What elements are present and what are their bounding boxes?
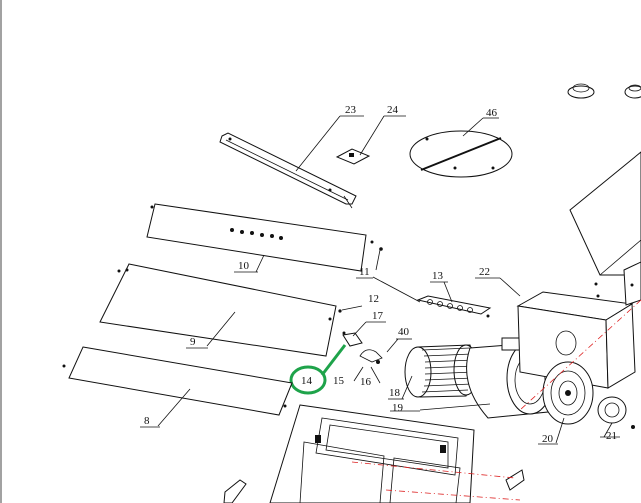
part-9-panel: [99, 263, 337, 357]
label-24: 24: [387, 104, 399, 116]
top-right-fittings: [567, 83, 641, 99]
part-12-screw: [338, 309, 342, 313]
part-10-panel: [146, 203, 374, 272]
label-17: 17: [372, 310, 384, 322]
label-20: 20: [542, 433, 554, 445]
part-22-box: [516, 282, 636, 389]
label-8: 8: [144, 415, 150, 427]
label-14: 14: [301, 375, 313, 387]
part-14-highlight-line: [320, 344, 347, 376]
label-18: 18: [389, 387, 401, 399]
label-9: 9: [190, 336, 196, 348]
label-12: 12: [368, 293, 379, 305]
label-15: 15: [333, 375, 345, 387]
label-22: 22: [479, 266, 490, 278]
part-17-bracket: [342, 331, 363, 347]
part-13-switch-strip: [416, 295, 492, 318]
label-19: 19: [392, 402, 404, 414]
label-40: 40: [398, 326, 410, 338]
part-labels: 23 24 46 10 11 13 22 12 9 17 40 14 15 16…: [144, 104, 617, 445]
right-bracket: [623, 261, 641, 306]
label-10: 10: [238, 260, 250, 272]
part-46-damper-disc: [409, 130, 513, 178]
part-20-fan-ring: [542, 361, 594, 425]
part-21-motor: [597, 396, 635, 429]
part-16-clip: [359, 349, 383, 364]
part-14-highlight-circle: [289, 365, 327, 395]
label-46: 46: [486, 107, 498, 119]
label-23: 23: [345, 104, 357, 116]
part-11-screw: [375, 247, 383, 271]
part-24-plate: [335, 148, 371, 165]
label-21: 21: [606, 430, 617, 442]
bottom-chassis: [223, 404, 525, 503]
part-8-panel: [62, 346, 293, 416]
label-11: 11: [359, 266, 370, 278]
part-23-bracket: [219, 132, 357, 209]
label-13: 13: [432, 270, 444, 282]
label-16: 16: [360, 376, 372, 388]
assembly-axis-lines: [351, 299, 641, 501]
top-right-cover: [569, 151, 641, 276]
